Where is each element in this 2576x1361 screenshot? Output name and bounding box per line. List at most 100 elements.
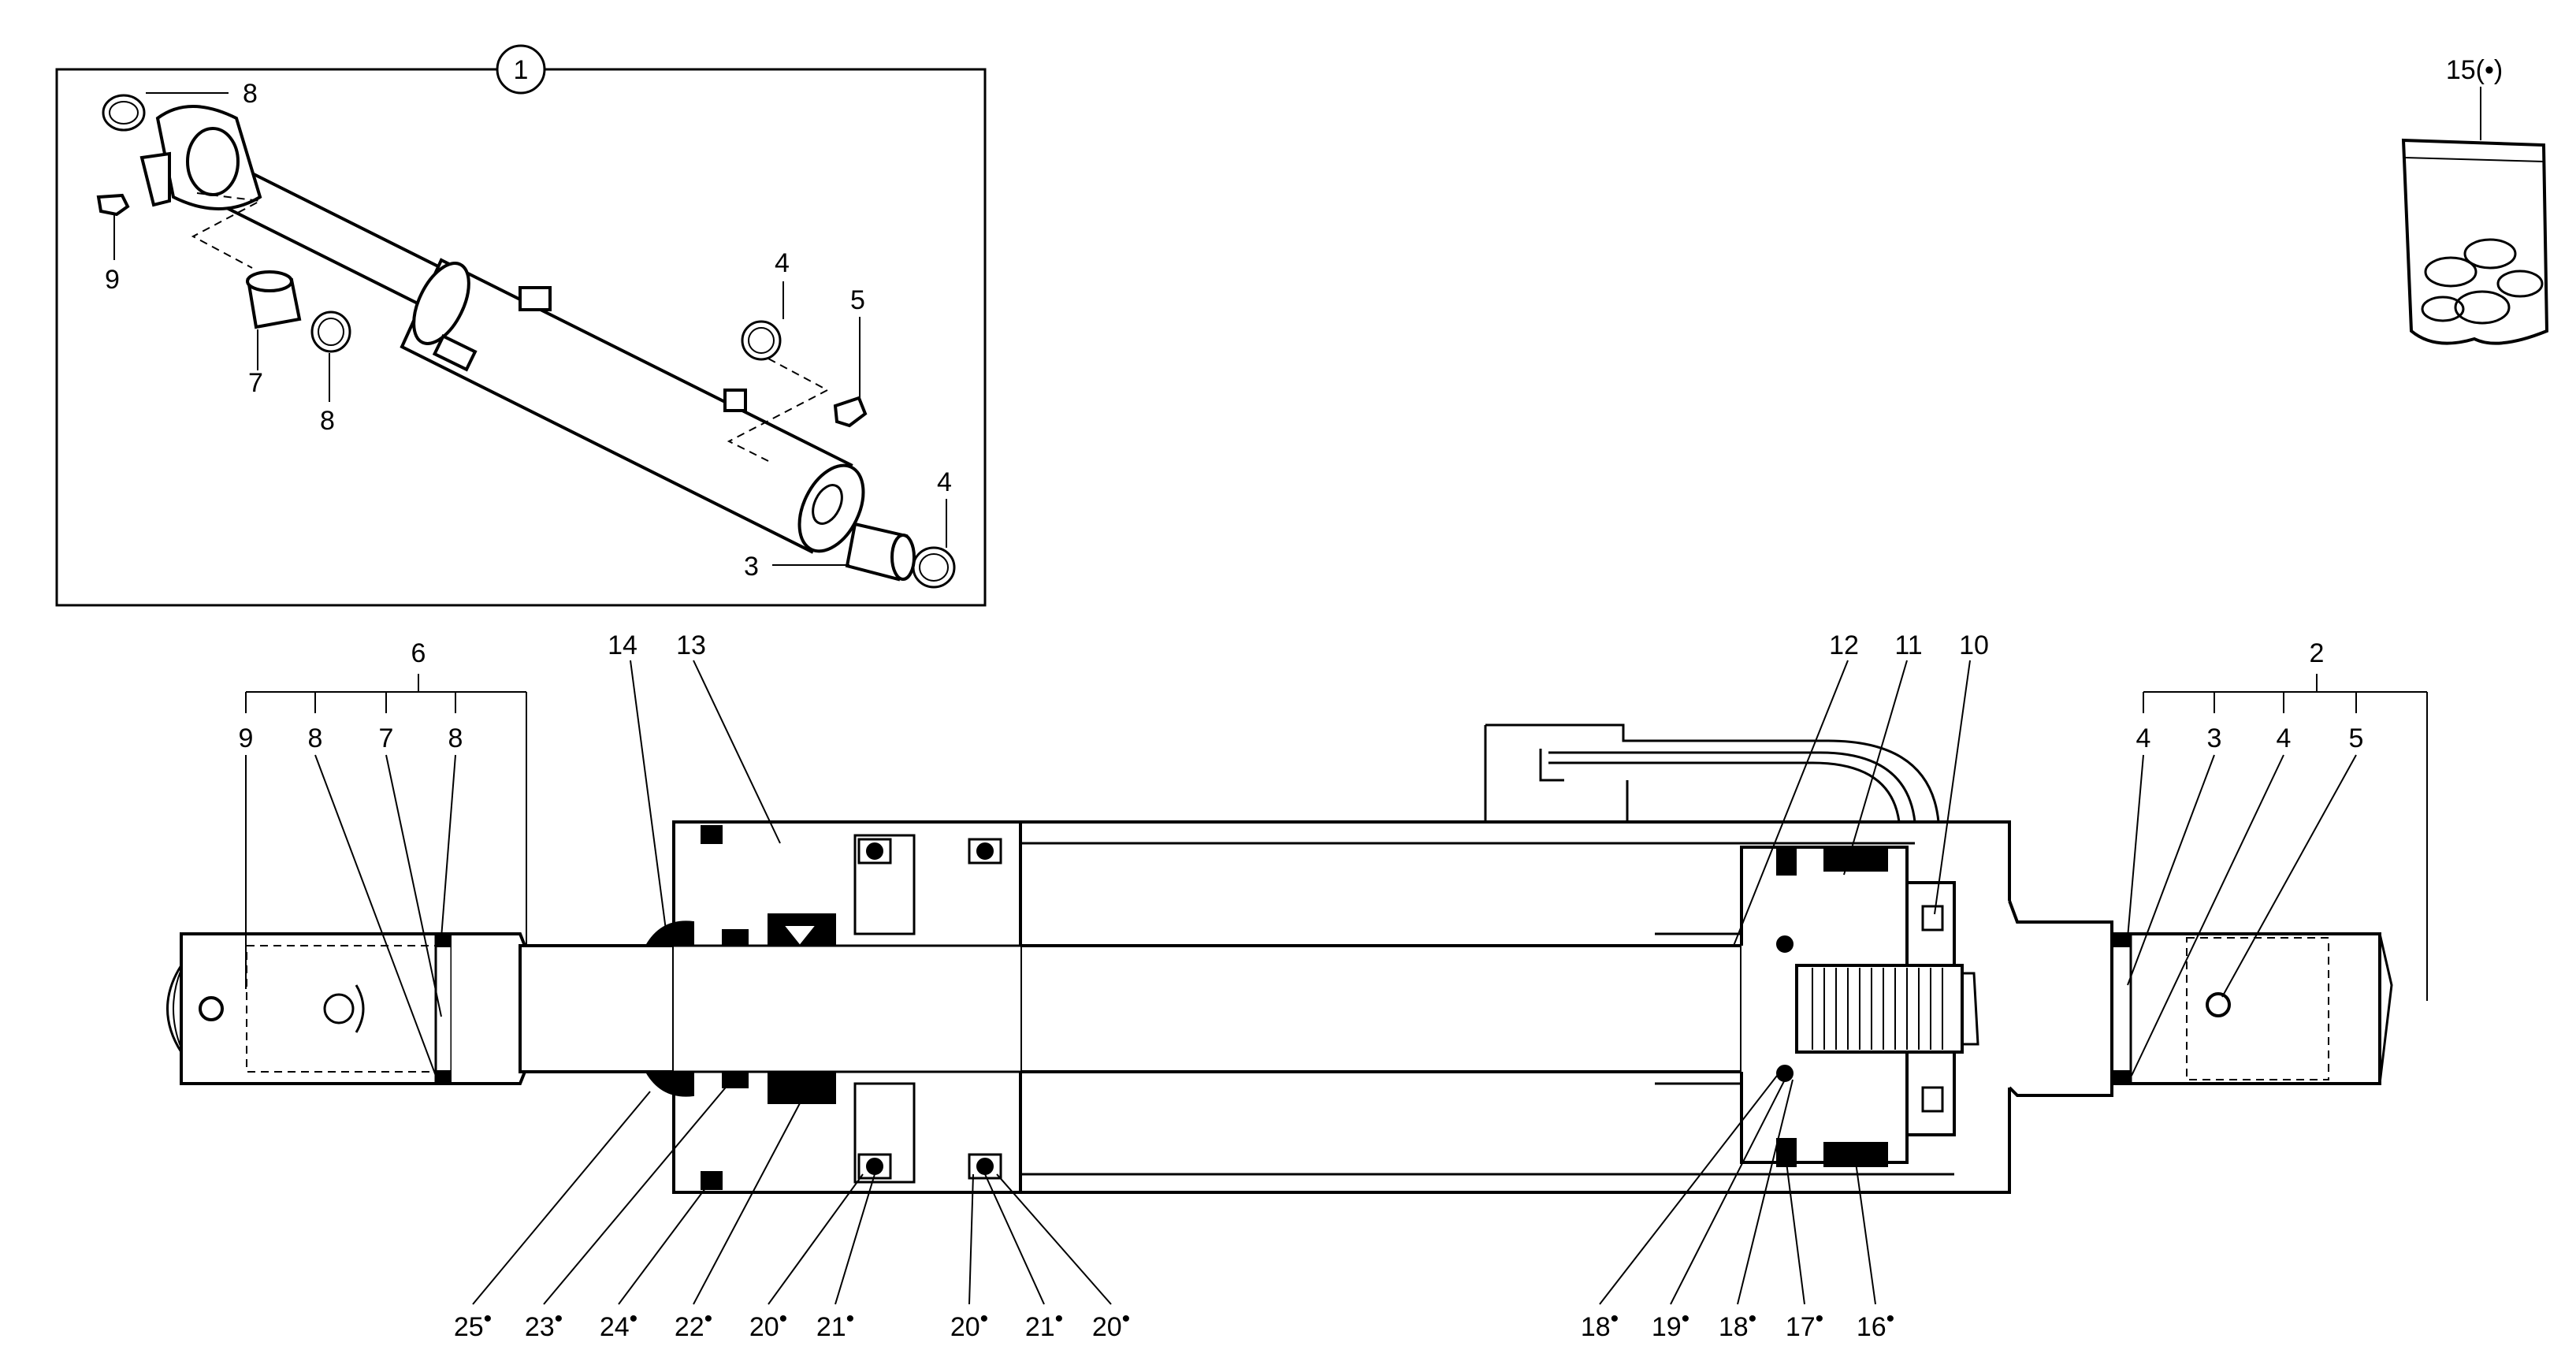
head-oring-21-top-b: [976, 842, 994, 860]
rod-eye-pivot: [323, 993, 355, 1024]
label-23: 23•: [525, 1306, 563, 1342]
leader-8a: [314, 754, 437, 1077]
inset-oring-8-bottom: [310, 311, 351, 353]
oil-line-inner-a: [1548, 751, 1916, 823]
inset-rod-eye-slot: [139, 151, 171, 207]
leader-20a: [768, 1173, 864, 1305]
inset-assembly: 1: [55, 44, 987, 607]
piston-sleeve-12: [1655, 932, 1741, 1085]
rod-seal-22-bottom: [768, 1071, 836, 1104]
leader-19: [1670, 1079, 1786, 1305]
leader-14: [630, 660, 667, 931]
label-21b: 21•: [1025, 1306, 1063, 1342]
piston-oring-19-top: [1776, 935, 1794, 953]
leader-24: [618, 1188, 706, 1305]
inset-rod-eye-bore: [186, 127, 240, 196]
leader-20c: [996, 1173, 1112, 1305]
leader-16: [1855, 1162, 1876, 1305]
kit-ring-3: [2454, 290, 2511, 325]
bracket-6-ticks: [245, 692, 527, 946]
piston-nut-notch-bottom: [1921, 1086, 1944, 1113]
label-4a: 4: [2136, 723, 2151, 753]
rod-thread-end: [1962, 972, 1979, 1046]
head-backup-20-b: [968, 838, 1002, 865]
kit-ring-4: [2496, 270, 2544, 298]
inset-barrel-head: [412, 262, 470, 345]
leader-21b: [984, 1173, 1045, 1305]
cylinder-cross-section: [166, 660, 2428, 1305]
piston-nut-notch-top: [1921, 905, 1944, 932]
base-eye-end-contour: [2378, 933, 2393, 1084]
leader-18b: [1737, 1079, 1794, 1305]
inset-oring-8-top: [102, 94, 146, 132]
rod-thread: [1795, 964, 1964, 1054]
label-20b: 20•: [950, 1306, 988, 1342]
inset-oring-4-top-inner: [748, 327, 775, 354]
kit-ring-1: [2424, 256, 2477, 288]
leader-8b: [440, 754, 456, 939]
inset-port: [723, 389, 747, 412]
base-oring-4-top: [2111, 933, 2132, 947]
inset-bushing-7-top: [246, 270, 293, 292]
label-10: 10: [1959, 630, 1989, 660]
label-24: 24•: [600, 1306, 637, 1342]
base-oring-4-bottom: [2111, 1070, 2132, 1084]
leader-13: [693, 660, 781, 844]
leader-12: [1733, 660, 1849, 946]
oil-block-port: [1539, 749, 1564, 782]
rod-thread-lines: [1812, 968, 1943, 1050]
rod-seal-23-bottom: [722, 1071, 749, 1088]
label-8a: 8: [308, 723, 323, 753]
rod-eye-oring-8-bottom: [435, 1070, 452, 1084]
label-3: 3: [2207, 723, 2222, 753]
kit-bag-seal: [2404, 157, 2544, 162]
label-12: 12: [1829, 630, 1859, 660]
label-9: 9: [239, 723, 254, 753]
label-2: 2: [2310, 638, 2325, 668]
label-19: 19•: [1652, 1306, 1689, 1342]
piston-seal-16-top: [1823, 846, 1888, 872]
label-13: 13: [676, 630, 706, 660]
label-16: 16•: [1857, 1306, 1894, 1342]
label-4b: 4: [2277, 723, 2292, 753]
leader-18a: [1599, 1075, 1778, 1305]
bracket-2-ticks: [2143, 692, 2428, 1001]
inset-dash-2: [727, 358, 830, 462]
inset-oring-8-top-inner: [109, 101, 139, 125]
label-20c: 20•: [1092, 1306, 1130, 1342]
oil-line-inner-b: [1548, 761, 1901, 823]
inset-grease-nipple-9: [96, 193, 130, 217]
label-25: 25•: [454, 1306, 492, 1342]
inset-oring-8-bottom-inner: [318, 318, 344, 346]
base-grease-nipple-5: [2206, 992, 2231, 1017]
label-11: 11: [1894, 630, 1922, 660]
assembly-callout-circle: [496, 44, 546, 95]
leader-4a: [2127, 754, 2144, 939]
leader-21a: [835, 1173, 875, 1305]
label-21a: 21•: [816, 1306, 854, 1342]
base-end-cap: [2008, 900, 2113, 1097]
piston-oring-19-bottom: [1776, 1065, 1794, 1082]
inset-label-4-bottom: 4: [937, 467, 952, 497]
inset-dash-1: [191, 192, 263, 269]
bottom-labels: 25• 23• 24• 22• 20• 21• 20• 21• 20• 18• …: [454, 1306, 1894, 1342]
rod-eye-grease-nipple: [199, 996, 224, 1021]
leader-3: [2127, 754, 2215, 986]
head-backup-20-d: [968, 1153, 1002, 1180]
label-6: 6: [411, 638, 426, 668]
head-oring-21-bottom-a: [866, 1158, 883, 1175]
inset-label-8-bottom: 8: [320, 406, 335, 436]
head-oring-24-top: [701, 825, 723, 844]
inset-label-8-top: 8: [243, 79, 258, 109]
leader-22: [693, 1103, 801, 1305]
inset-bushing-3-end: [890, 534, 916, 581]
oil-line-outer: [1485, 723, 1940, 823]
leader-11: [1843, 660, 1908, 876]
head-backup-20-a: [857, 838, 892, 865]
leader-17: [1786, 1162, 1805, 1305]
leader-25: [472, 1091, 651, 1305]
inset-barrel-end: [797, 463, 865, 553]
rod-eye-pivot-arc: [355, 984, 365, 1033]
